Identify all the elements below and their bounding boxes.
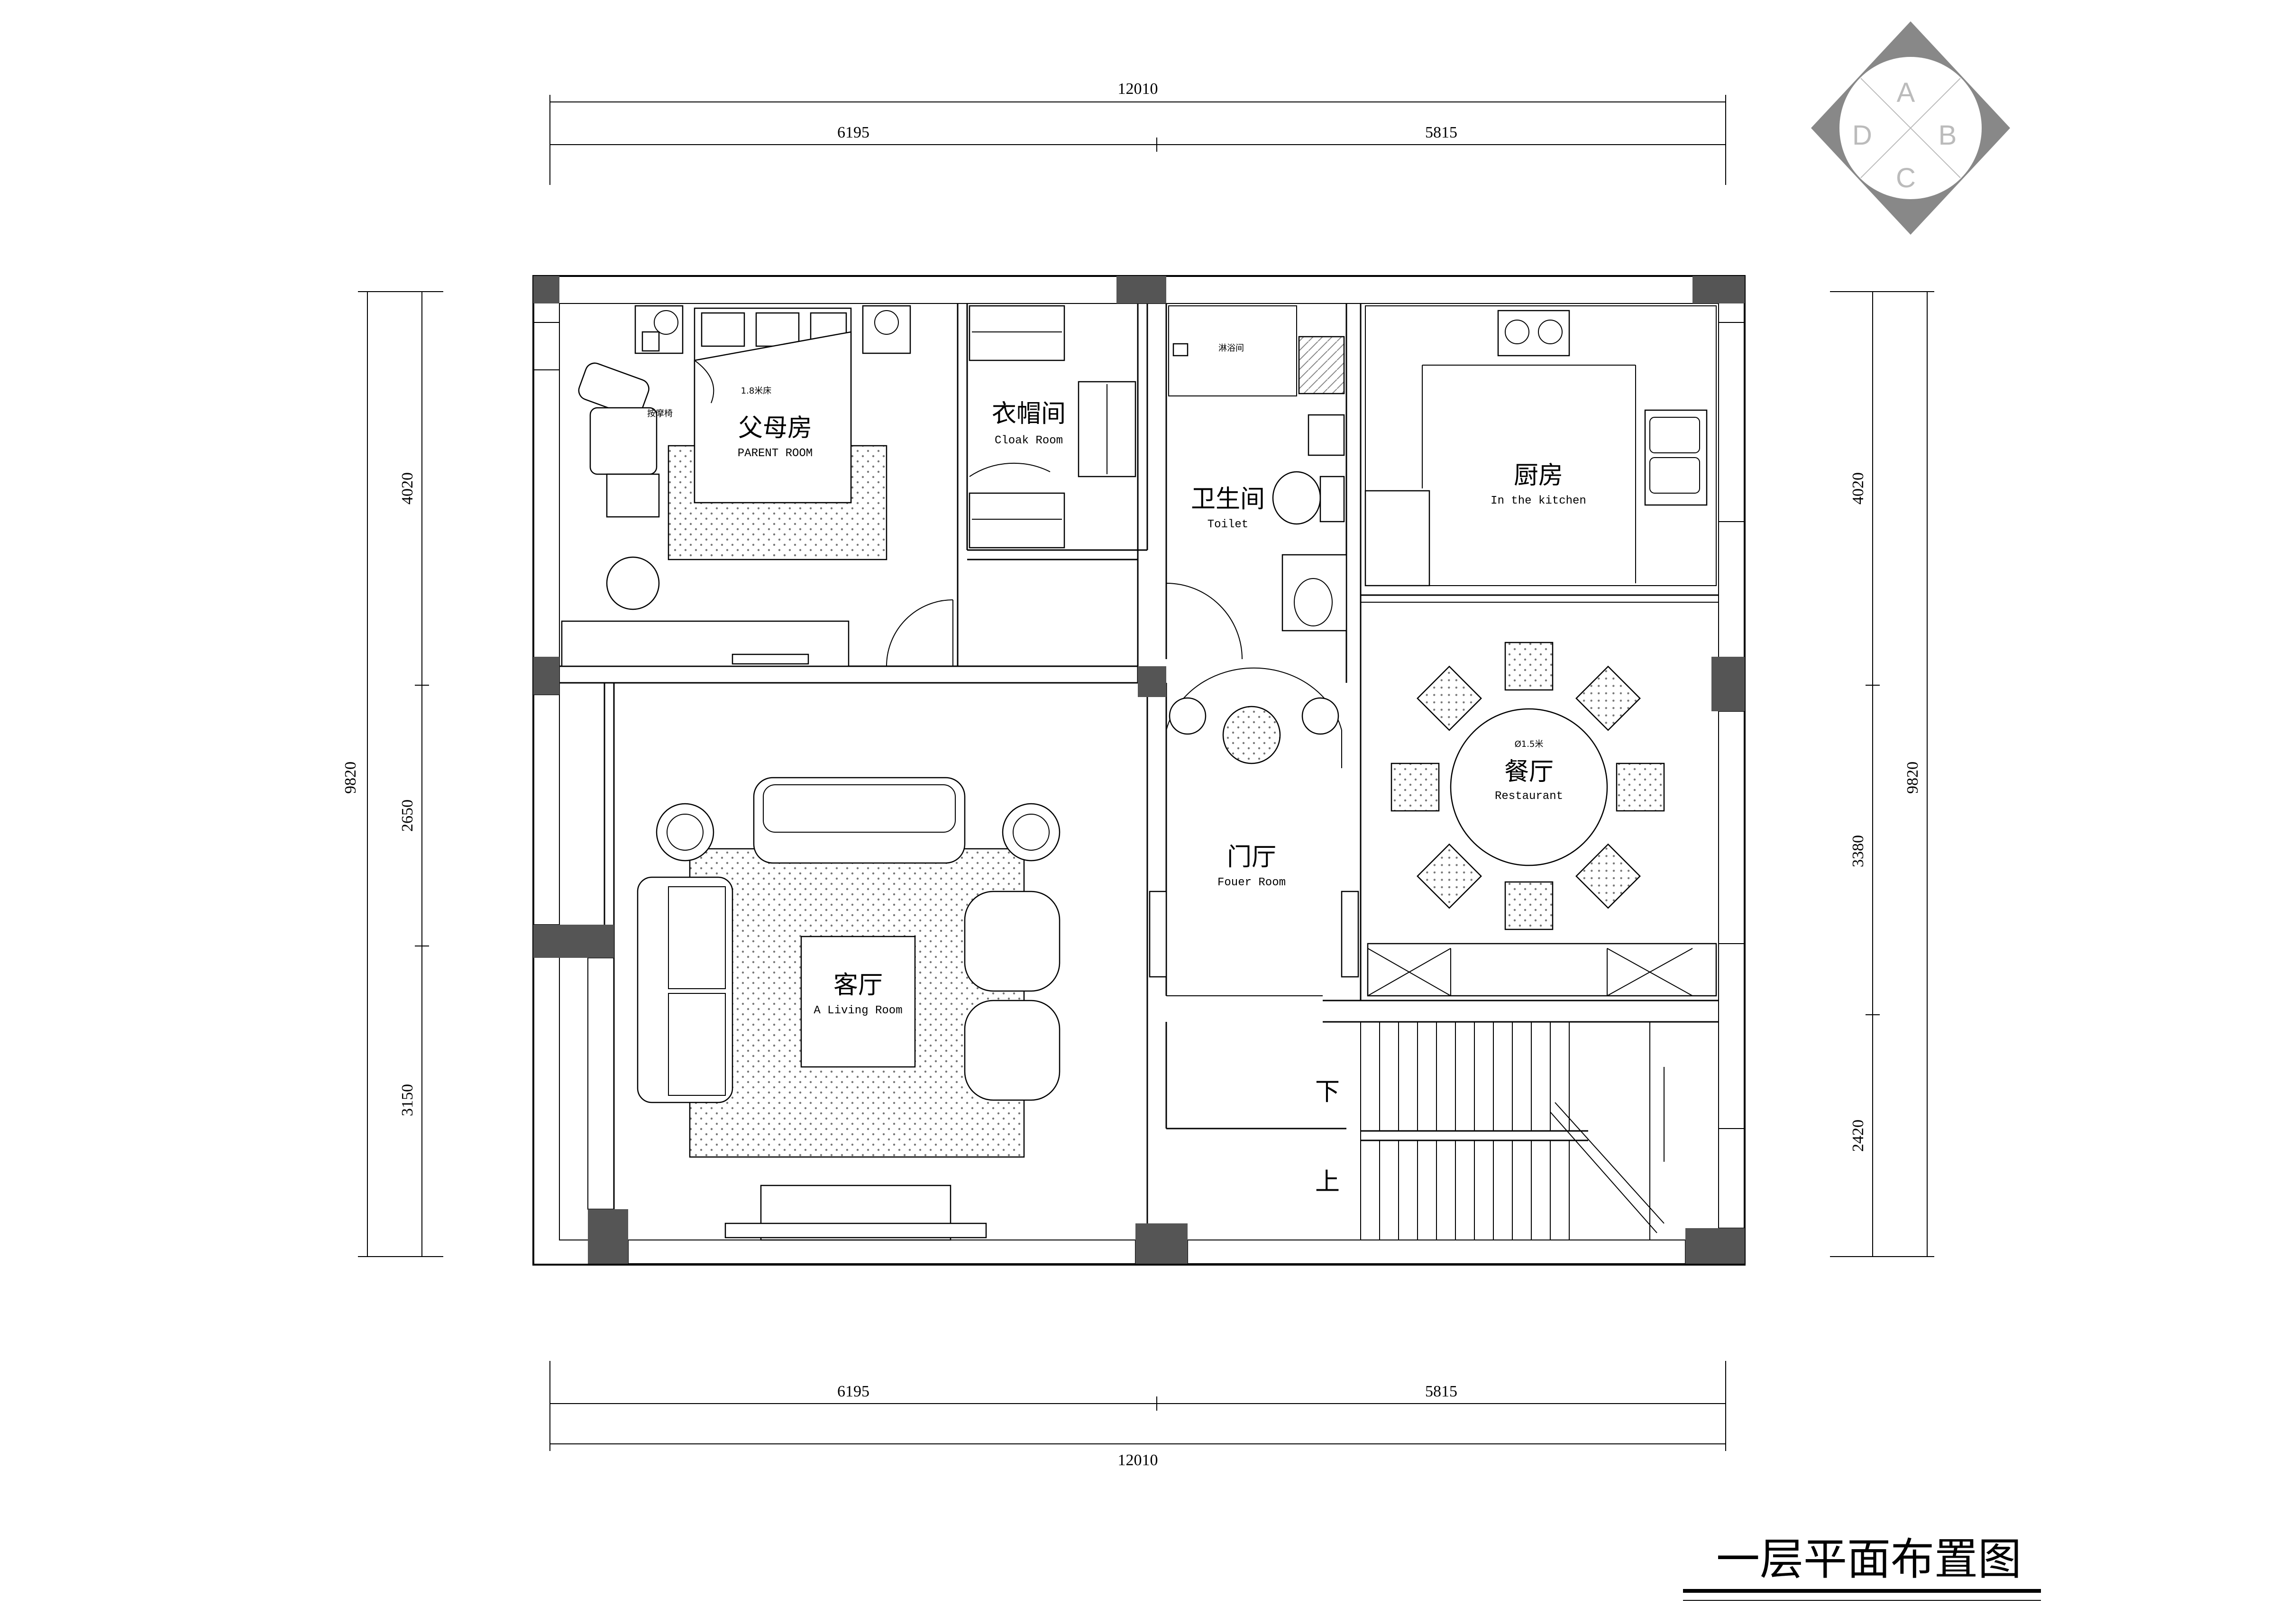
dimension-left: 9820 4020 2650 3150	[342, 291, 443, 1257]
stair-down-label: 下	[1315, 1078, 1340, 1106]
toilet-subtitle: Toilet	[1207, 518, 1248, 531]
side-tables	[656, 803, 1061, 862]
dim-bottom-right: 5815	[1425, 1383, 1457, 1400]
dim-left-total: 9820	[342, 762, 359, 794]
foyer-room: 门厅 Fouer Room	[1149, 667, 1359, 978]
kitchen-title: 厨房	[1514, 461, 1563, 490]
bedroom-door	[886, 599, 953, 667]
desk-chair	[606, 556, 660, 610]
parent-room-subtitle: PARENT ROOM	[738, 447, 813, 460]
compass-label-c: C	[1896, 163, 1916, 193]
cloak-room-title: 衣帽间	[992, 400, 1066, 428]
flower-arrangement	[1222, 706, 1281, 764]
dim-right-total: 9820	[1904, 762, 1921, 794]
wardrobe-bottom	[969, 492, 1065, 549]
cloak-room: 衣帽间 Cloak Room	[969, 305, 1136, 549]
wardrobe-top	[969, 305, 1065, 361]
dim-right-mid: 3380	[1849, 835, 1867, 867]
fridge	[1364, 490, 1430, 587]
sofa-left	[637, 876, 733, 1103]
dimension-right: 4020 3380 2420 9820	[1830, 291, 1934, 1257]
shower-area	[1168, 305, 1297, 396]
compass-label-d: D	[1852, 120, 1872, 151]
dim-top-total: 12010	[1118, 80, 1158, 98]
restaurant-title: 餐厅	[1504, 758, 1554, 786]
plant-left	[1169, 697, 1207, 735]
toilet-bowl	[1272, 471, 1321, 525]
dim-top-left: 6195	[837, 124, 869, 141]
stove	[1497, 310, 1570, 357]
nightstand-right	[862, 305, 911, 354]
dining-table	[1450, 708, 1608, 866]
foyer-subtitle: Fouer Room	[1217, 876, 1286, 889]
dim-bottom-left: 6195	[837, 1383, 869, 1400]
drawing-title-text: 一层平面布置图	[1716, 1534, 2022, 1585]
kitchen-subtitle: In the kitchen	[1491, 495, 1586, 507]
compass-label-b: B	[1939, 120, 1957, 151]
living-room-title: 客厅	[833, 971, 883, 1000]
dim-left-bottom: 3150	[399, 1084, 416, 1116]
telephone-icon	[641, 331, 660, 352]
restaurant-room: Ø1.5米 餐厅 Restaurant	[1367, 642, 1717, 997]
stair-treads	[1360, 1022, 1570, 1240]
shower-icon	[1172, 343, 1189, 357]
dim-top-right: 5815	[1425, 124, 1457, 141]
columns	[533, 276, 1745, 1264]
living-room: 客厅 A Living Room	[637, 777, 1061, 1241]
walls	[532, 275, 1746, 1266]
coffee-table	[800, 936, 916, 1068]
parent-room: 按摩椅 1.8米床 父母房 PARENT ROOM	[561, 305, 953, 667]
massage-chair	[578, 362, 660, 518]
stair-up-label: 上	[1315, 1168, 1340, 1196]
table-size-label: Ø1.5米	[1515, 739, 1544, 749]
dim-left-mid: 2650	[399, 799, 416, 832]
sofa-top	[753, 777, 966, 864]
toilet-door	[1166, 583, 1243, 660]
dining-chairs	[1390, 642, 1665, 930]
cloak-door	[969, 462, 1051, 477]
foyer-title: 门厅	[1227, 843, 1276, 872]
dim-left-top: 4020	[399, 472, 416, 505]
parent-room-title: 父母房	[738, 414, 812, 442]
dimension-top: 12010 6195 5815	[549, 80, 1726, 185]
massage-chair-label: 按摩椅	[647, 409, 673, 419]
toilet-room: 淋浴间 卫生间 Toilet	[1166, 305, 1347, 660]
dimension-bottom: 6195 5815 12010	[549, 1361, 1726, 1469]
plant-right	[1301, 697, 1339, 735]
compass: A B C D	[1811, 21, 2010, 235]
drawing-title: 一层平面布置图	[1683, 1534, 2041, 1601]
sideboard	[1367, 943, 1717, 997]
bed-label: 1.8米床	[741, 386, 772, 396]
armchairs-right	[964, 891, 1061, 1101]
washbasin	[1281, 554, 1347, 632]
toilet-title: 卫生间	[1191, 485, 1265, 514]
living-room-subtitle: A Living Room	[814, 1004, 902, 1017]
dim-right-bottom: 2420	[1849, 1120, 1867, 1152]
compass-label-a: A	[1897, 77, 1915, 108]
kitchen-room: 厨房 In the kitchen	[1364, 310, 1708, 587]
restaurant-subtitle: Restaurant	[1495, 790, 1563, 803]
shower-label: 淋浴间	[1218, 343, 1244, 353]
dim-right-top: 4020	[1849, 472, 1867, 505]
stairs: 下 上	[1315, 1021, 1665, 1240]
dim-bottom-total: 12010	[1118, 1451, 1158, 1469]
cloak-room-subtitle: Cloak Room	[995, 434, 1063, 447]
